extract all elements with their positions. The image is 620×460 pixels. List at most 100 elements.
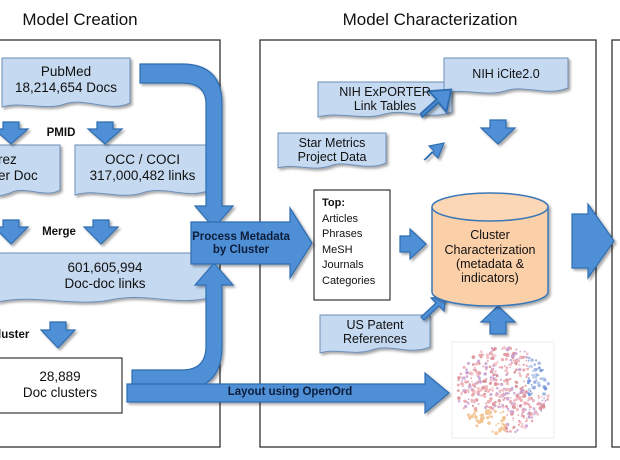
cluster-map-dot xyxy=(505,405,508,408)
cluster-map-dot xyxy=(525,408,527,411)
cluster-map-dot xyxy=(486,389,490,394)
cluster-map-dot xyxy=(456,389,460,392)
cluster-map-dot xyxy=(461,379,463,382)
cluster-map-dot xyxy=(474,362,479,366)
cluster-map-dot xyxy=(472,368,476,372)
merge-label: Merge xyxy=(42,226,76,239)
entrez-label: rez er Doc xyxy=(0,152,38,183)
cluster-map-dot xyxy=(518,396,522,400)
cluster-map-dot xyxy=(480,353,484,357)
cluster-map-dot xyxy=(530,365,534,369)
cluster-map-dot xyxy=(525,390,528,393)
cluster-map-dot xyxy=(505,396,510,401)
cluster-map-dot xyxy=(514,384,519,389)
cluster-map-dot xyxy=(489,393,492,396)
cluster-map-dot xyxy=(497,422,500,425)
cluster-map-dot xyxy=(487,408,491,412)
cluster-map-dot xyxy=(460,393,463,396)
cluster-map-dot xyxy=(489,376,493,379)
cluster-map-dot xyxy=(511,386,514,390)
cluster-map-dot xyxy=(493,362,498,366)
cluster-map-dot xyxy=(530,419,534,423)
cluster-map-dot xyxy=(527,359,530,362)
cluster-map-dot xyxy=(489,397,493,401)
cluster-map-dot xyxy=(498,390,502,393)
arrow-star-down-right xyxy=(423,142,445,161)
cluster-map-dot xyxy=(490,406,495,411)
cluster-map-dot xyxy=(518,371,521,375)
cluster-map-dot xyxy=(484,409,489,413)
cluster-map-dot xyxy=(522,368,526,372)
cluster-map-dot xyxy=(459,372,463,376)
cluster-map-dot xyxy=(486,416,489,420)
cluster-map-dot xyxy=(522,394,527,398)
cluster-map-dot xyxy=(473,385,477,388)
cluster-map-dot xyxy=(474,415,478,420)
top-metadata-box xyxy=(313,189,391,301)
cluster-map-dot xyxy=(530,392,534,395)
cluster-map-dot xyxy=(530,383,533,386)
us-patent-label: US Patent References xyxy=(343,317,407,346)
cluster-map-dot xyxy=(498,429,502,433)
cluster-map-dot xyxy=(491,353,495,357)
cluster-map-dot xyxy=(497,393,500,395)
cluster-map-dot xyxy=(523,380,526,383)
cluster-map-dot xyxy=(524,420,528,423)
cluster-map-dot xyxy=(536,413,539,416)
cluster-map-dot xyxy=(518,419,521,422)
cluster-map-dot xyxy=(471,355,476,359)
cluster-map-dot xyxy=(471,363,475,366)
cluster-map-dot xyxy=(463,399,466,403)
pmid-label: PMID xyxy=(46,127,76,140)
cluster-map-dot xyxy=(525,375,528,378)
arrow-top-to-cylinder xyxy=(399,227,427,261)
cluster-map-dot xyxy=(489,369,494,373)
cluster-map-dot xyxy=(485,405,488,408)
cluster-map-dot xyxy=(504,368,509,373)
cluster-map-dot xyxy=(502,415,506,420)
top-metadata-list: Top: Articles Phrases MeSH Journals Cate… xyxy=(322,196,375,289)
entrez-doc-box xyxy=(0,144,61,197)
cluster-map-dot xyxy=(499,378,503,381)
cluster-map-dot xyxy=(523,427,527,430)
cluster-map-dot xyxy=(523,350,526,353)
cluster-map-dot xyxy=(500,365,504,369)
cluster-map-dot xyxy=(509,363,513,366)
cluster-map-dot xyxy=(469,372,474,376)
cluster-map-dot xyxy=(515,363,518,366)
cluster-map-dot xyxy=(503,352,507,357)
cluster-map-dot xyxy=(484,372,487,376)
cluster-map-dot xyxy=(498,405,501,409)
cluster-map-dot xyxy=(531,370,534,373)
doc-clusters-label: 28,889 Doc clusters xyxy=(22,369,98,400)
cluster-map-dot xyxy=(479,350,483,353)
cluster-map-dot xyxy=(467,402,470,405)
cluster-map-dot xyxy=(496,387,499,390)
cluster-map-dot xyxy=(507,409,510,413)
cluster-map-dot xyxy=(540,395,543,398)
cluster-map-dot xyxy=(531,412,534,415)
cluster-map-dot xyxy=(512,419,515,422)
cluster-map-dot xyxy=(516,428,519,432)
cluster-map-dot xyxy=(528,405,532,409)
star-metrics-doc-box xyxy=(277,132,387,169)
model-creation-title: Model Creation xyxy=(22,10,138,30)
cluster-map-dot xyxy=(472,412,476,416)
cluster-map-dot xyxy=(478,362,481,365)
cluster-map-dot xyxy=(498,366,501,369)
cluster-map-dot xyxy=(462,407,465,410)
cluster-map-dot xyxy=(470,377,473,380)
cluster-map-dot xyxy=(506,414,509,416)
cluster-map-dot xyxy=(480,420,484,423)
cluster-map-dot xyxy=(497,383,500,386)
cluster-map-dot xyxy=(490,415,494,419)
cluster-map-dot xyxy=(512,359,515,362)
cluster-map-dot xyxy=(521,412,523,415)
cluster-map-dot xyxy=(503,365,507,368)
top-header: Top: xyxy=(322,197,346,209)
cluster-map-dot xyxy=(533,413,536,416)
cluster-map-dot xyxy=(521,423,524,425)
cluster-map-dot xyxy=(512,391,516,395)
cluster-map-dot xyxy=(457,399,461,403)
